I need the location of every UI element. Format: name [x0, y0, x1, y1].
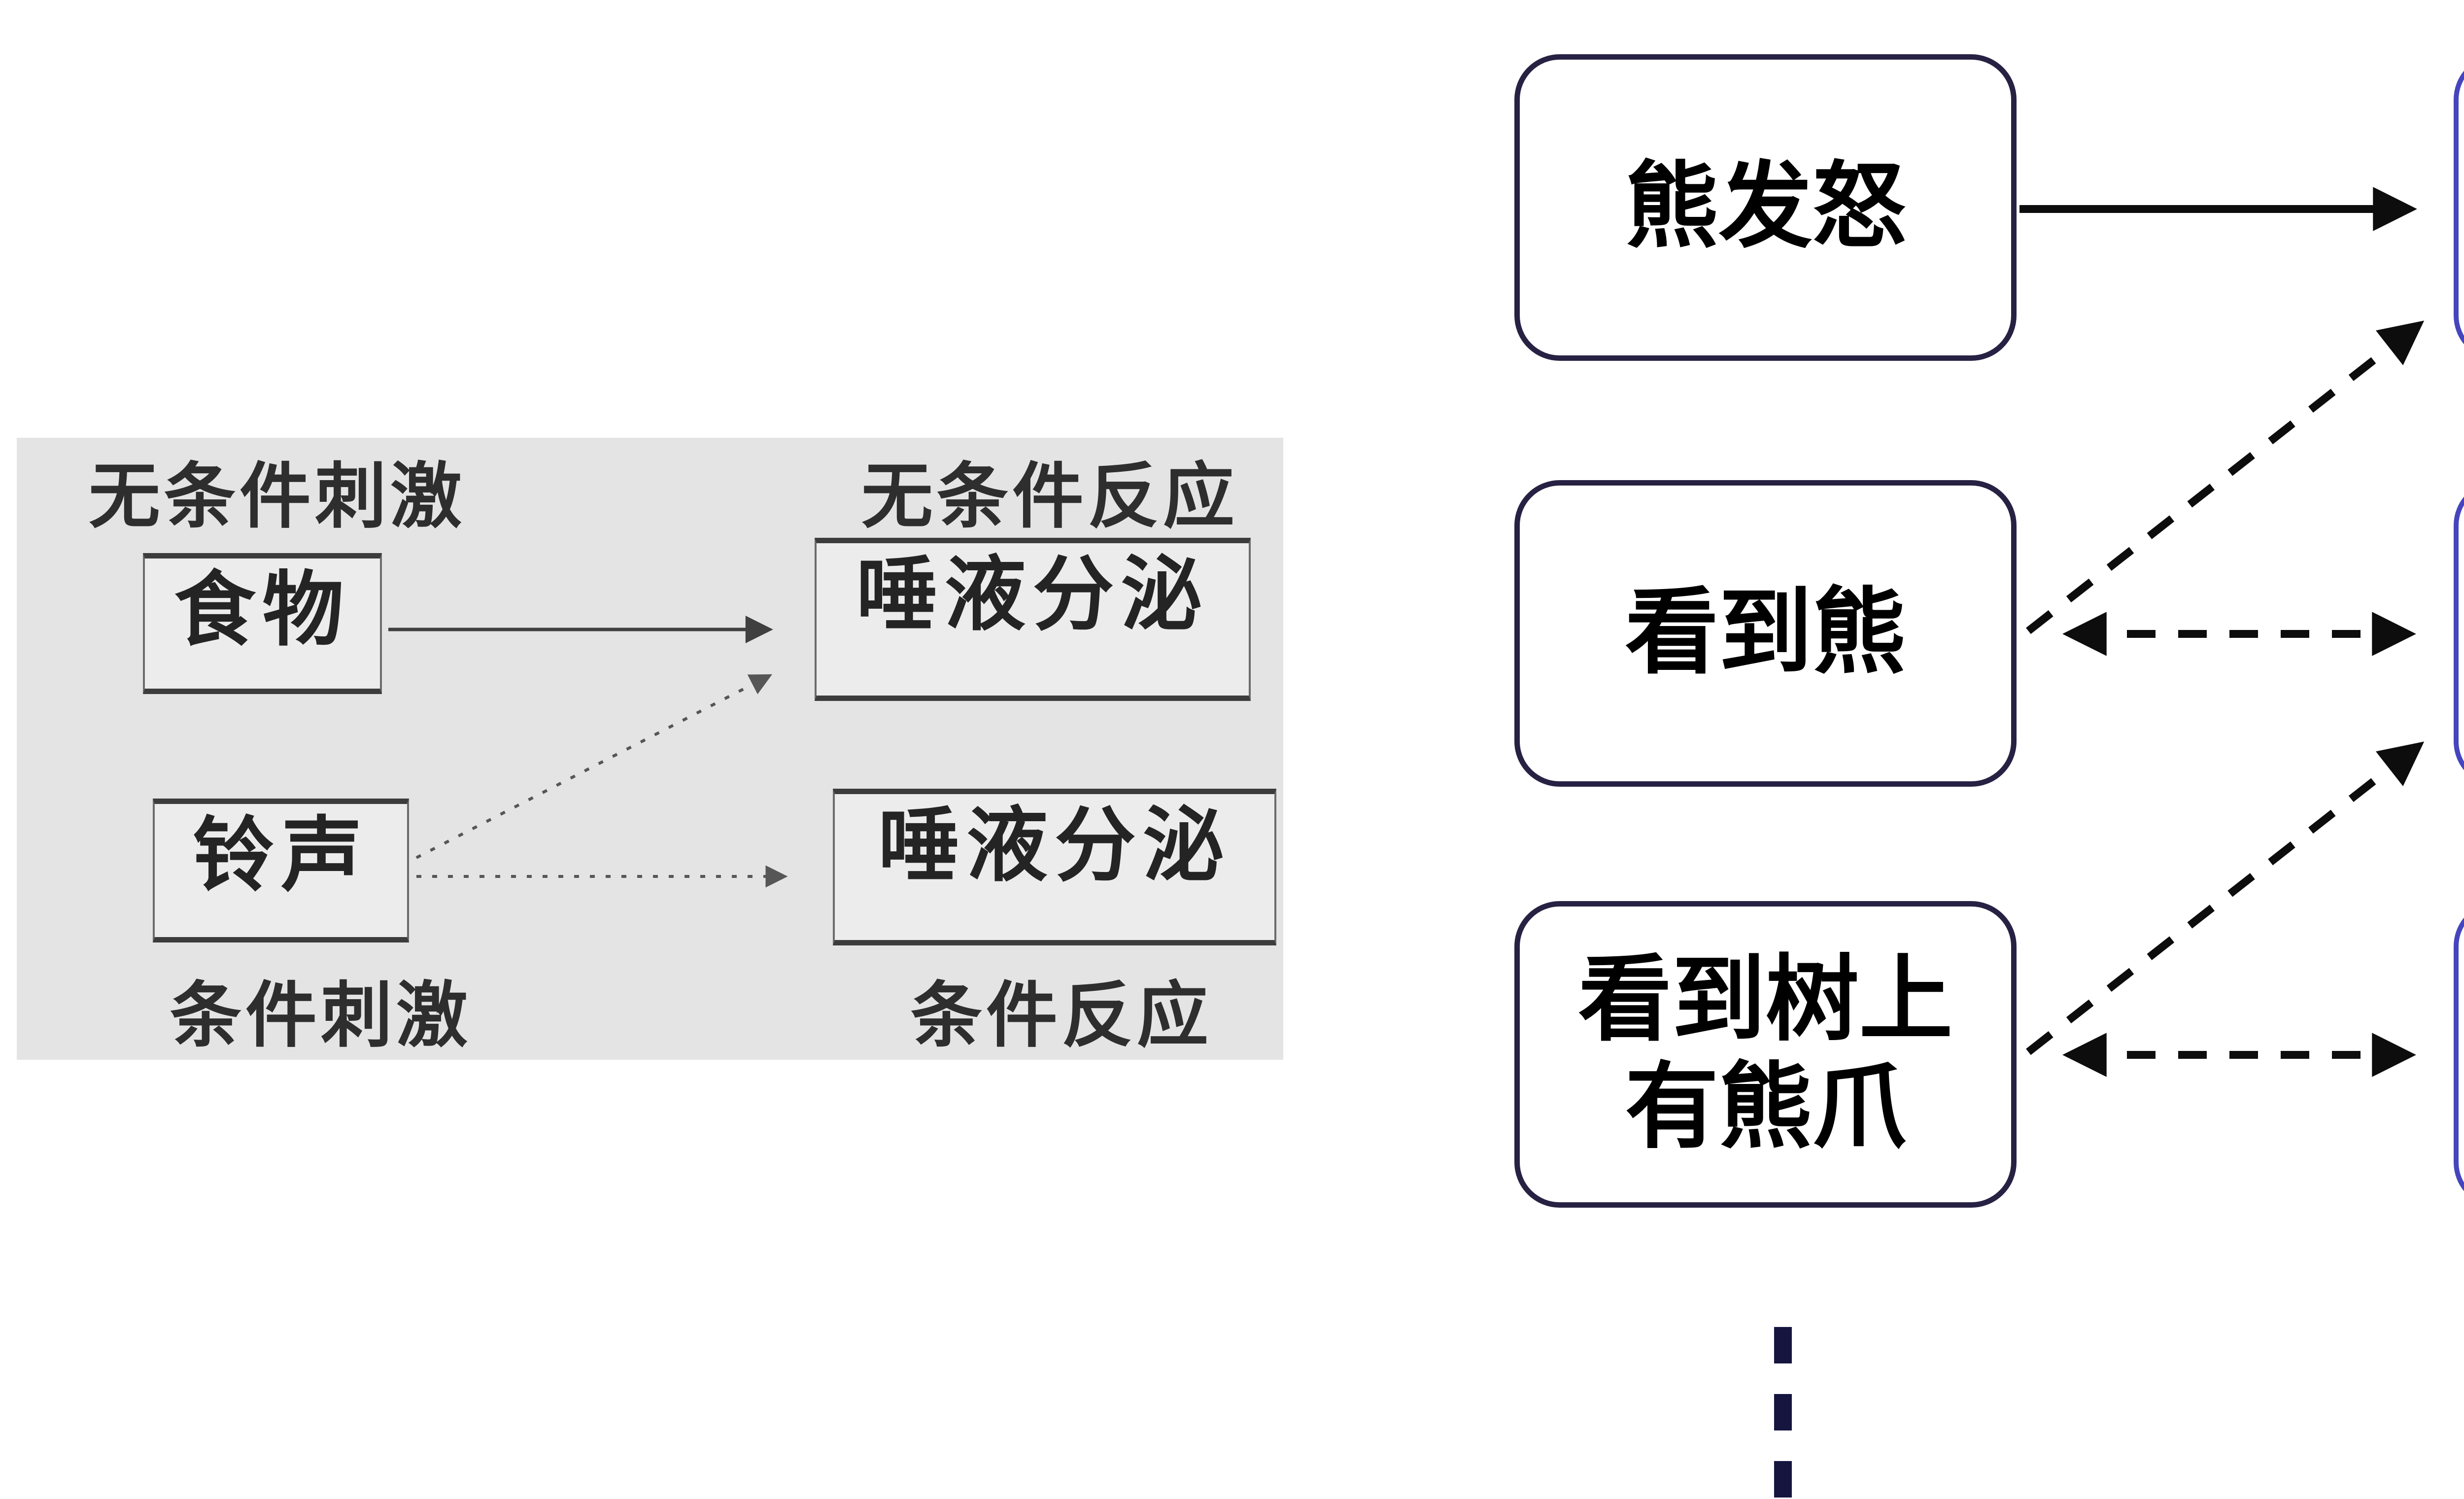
label-conditioned-stimulus: 条件刺激	[170, 976, 472, 1055]
label-unconditioned-stimulus: 无条件刺激	[89, 456, 466, 536]
value-box-reward: 奖励	[2454, 54, 2464, 361]
bell-box: 铃声	[153, 799, 409, 942]
state-box-see-bear-label: 看到熊	[1625, 581, 1906, 685]
state-box-bear-angry-label: 熊发怒	[1625, 155, 1906, 259]
unconditioned-response-box-label: 唾液分泌	[856, 549, 1209, 640]
food-box: 食物	[143, 553, 382, 694]
label-conditioned-response: 条件反应	[911, 976, 1212, 1055]
pavlov-conditioning-panel: 无条件刺激 无条件反应 食物 唾液分泌 铃声 唾液分泌 条件刺激 条件反应	[17, 438, 1283, 1060]
ellipsis-dots-left	[1774, 1327, 1792, 1499]
conditioned-response-box-label: 唾液分泌	[878, 800, 1231, 891]
ellipsis-dash	[1774, 1461, 1792, 1498]
state-box-see-claw-marks: 看到树上 有熊爪	[1514, 901, 2017, 1208]
state-box-see-bear: 看到熊	[1514, 480, 2017, 787]
bell-box-label: 铃声	[193, 810, 369, 901]
label-unconditioned-response: 无条件反应	[861, 456, 1238, 536]
unconditioned-response-box: 唾液分泌	[815, 538, 1251, 701]
ellipsis-dash	[1774, 1327, 1792, 1363]
conditioned-response-box: 唾液分泌	[833, 789, 1276, 945]
food-box-label: 食物	[174, 564, 351, 655]
value-box-v-s-prime: V(s′)	[2454, 480, 2464, 787]
state-box-see-claw-marks-label: 看到树上 有熊爪	[1578, 948, 1953, 1160]
value-box-v-s: V(s)	[2454, 901, 2464, 1208]
ellipsis-dash	[1774, 1394, 1792, 1430]
arrow-see-bear-to-reward-dashed	[2026, 320, 2425, 634]
arrow-claw-marks-to-v-s-prime-dashed	[2026, 741, 2425, 1055]
state-box-bear-angry: 熊发怒	[1514, 54, 2017, 361]
